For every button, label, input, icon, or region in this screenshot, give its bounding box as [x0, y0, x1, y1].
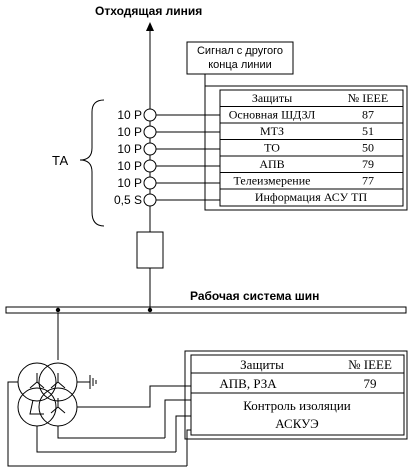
protection-name: АПВ [259, 157, 284, 171]
current-transformer-cores: 10 Р 10 Р 10 Р 10 Р 10 Р 0,5 S [114, 108, 220, 207]
ct-core-label: 10 Р [117, 125, 142, 139]
ieee-number: 51 [362, 124, 374, 138]
busbar-label: Рабочая система шин [190, 289, 319, 303]
table-row: ТО 50 [264, 141, 374, 155]
table-row: Информация АСУ ТП [255, 190, 368, 204]
ieee-number: 79 [364, 376, 377, 391]
table-header: Защиты [252, 91, 292, 105]
table-row: Основная ШДЗЛ 87 [229, 108, 374, 122]
voltage-transformer [7, 313, 191, 467]
busbar [5, 306, 407, 314]
ieee-number: 77 [362, 174, 374, 188]
table-row: Контроль изоляции [243, 398, 351, 413]
ct-core: 10 Р [117, 159, 220, 173]
protection-name: Информация АСУ ТП [255, 190, 368, 204]
table-row: Телеизмерение 77 [234, 174, 374, 188]
ieee-number: 79 [362, 157, 374, 171]
protection-name: ТО [264, 141, 280, 155]
signal-note-line1: Сигнал с другого [197, 45, 283, 57]
ct-core: 10 Р [117, 142, 220, 156]
ieee-number: 87 [362, 108, 374, 122]
ieee-number: 50 [362, 141, 374, 155]
table-row: АСКУЭ [275, 416, 319, 431]
protection-name: АПВ, РЗА [219, 376, 277, 391]
ct-core-label: 10 Р [117, 176, 142, 190]
ta-brace [79, 99, 105, 227]
circuit-breaker [136, 231, 164, 312]
table-row: АПВ 79 [259, 157, 374, 171]
table-header: № IEEE [348, 91, 388, 105]
ct-core-label: 10 Р [117, 108, 142, 122]
protection-name: МТЗ [260, 124, 284, 138]
ct-core-label: 10 Р [117, 159, 142, 173]
ct-core: 10 Р [117, 125, 220, 139]
busbar-junction-line [147, 307, 153, 313]
table-header: Защиты [240, 357, 284, 372]
table-row: АПВ, РЗА 79 [219, 376, 376, 391]
ct-core-label: 10 Р [117, 142, 142, 156]
ct-core-label: 0,5 S [114, 193, 142, 207]
table-row: МТЗ 51 [260, 124, 374, 138]
outgoing-line-label: Отходящая линия [95, 4, 202, 18]
signal-note-line2: конца линии [208, 59, 272, 71]
ct-core: 10 Р [117, 108, 220, 122]
protection-name: Контроль изоляции [243, 398, 351, 413]
protection-name: Телеизмерение [234, 174, 311, 188]
protection-name: АСКУЭ [275, 416, 319, 431]
ta-label: ТА [52, 153, 69, 168]
table-header: № IEEE [348, 357, 392, 372]
ct-core: 0,5 S [114, 193, 220, 207]
busbar-junction-vt [55, 307, 61, 313]
protection-name: Основная ШДЗЛ [229, 108, 316, 122]
ct-core: 10 Р [117, 176, 220, 190]
